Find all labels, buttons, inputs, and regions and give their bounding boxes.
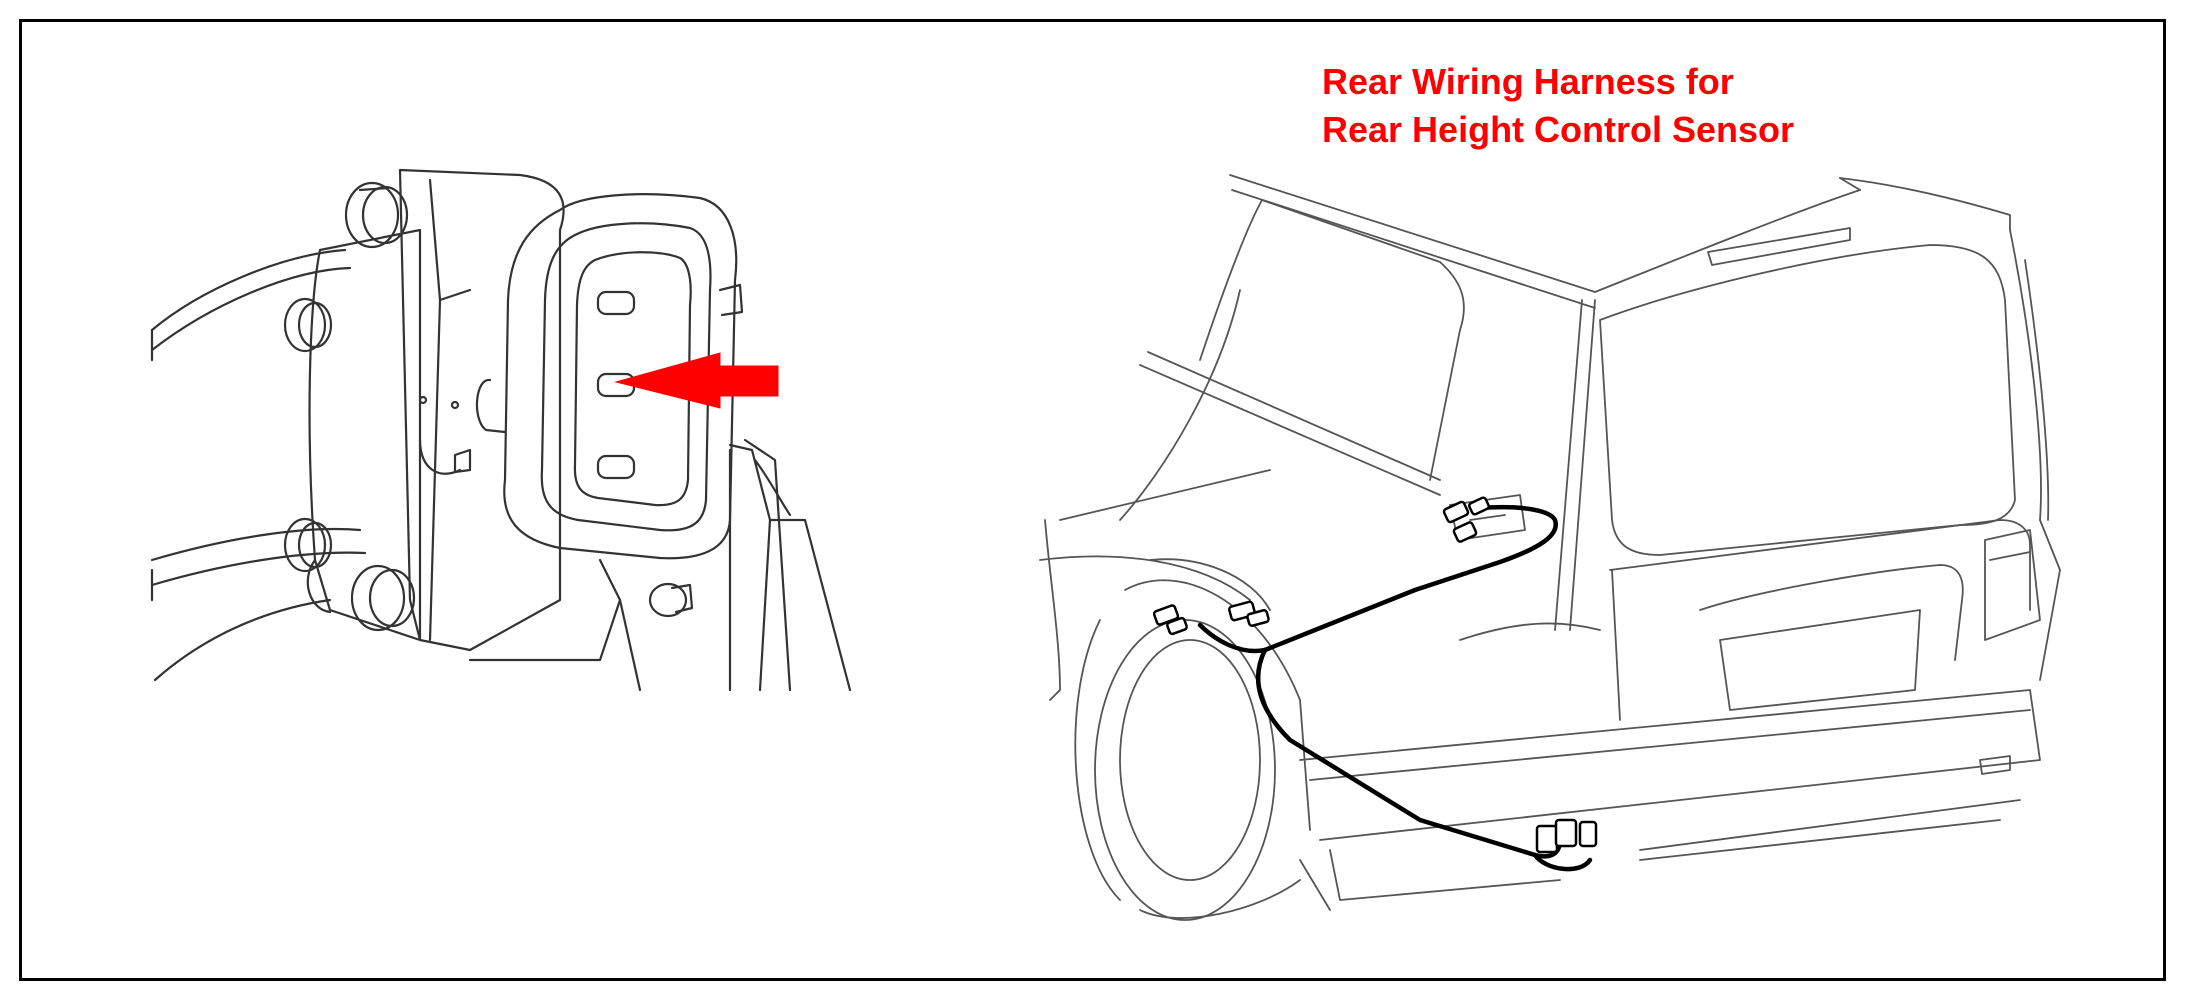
tailgate: [1459, 519, 2031, 721]
connector-housing: [453, 193, 744, 560]
harness-connectors: [1152, 496, 1598, 854]
wiring-harness: [1197, 504, 1593, 872]
connector-upper-quarter: [1442, 496, 1490, 543]
side-window: [1199, 199, 1465, 481]
vehicle-rear-figure: [1039, 174, 2061, 921]
caption-line-1: Rear Wiring Harness for: [1322, 61, 1734, 102]
small-stud: [648, 582, 694, 618]
diagram-frame: [19, 19, 2166, 981]
bolt-3: [283, 517, 333, 573]
caption-line-2: Rear Height Control Sensor: [1322, 109, 1795, 150]
arrow-left-icon: [614, 352, 779, 409]
diagram-caption: Rear Wiring Harness for Rear Height Cont…: [1322, 58, 1794, 154]
connector-left-wheelwell: [1152, 600, 1270, 636]
sensor-cables: [598, 438, 852, 692]
vehicle-body-outline: [1039, 174, 2061, 681]
bolt-4: [350, 564, 416, 632]
sensor-body: [398, 168, 622, 662]
connector-bumper: [1535, 818, 1598, 854]
tail-lamp: [1984, 529, 2041, 641]
sensor-connector-figure: [150, 168, 852, 692]
rear-wheel: [1074, 579, 1311, 921]
bolt-1: [344, 181, 409, 249]
rear-window: [1599, 227, 2016, 556]
bolt-2: [283, 297, 333, 353]
rear-quarter-panel: [1044, 519, 1271, 701]
mounting-bolts: [283, 181, 694, 632]
rear-bumper: [1299, 689, 2041, 911]
mounting-bracket: [150, 248, 367, 682]
